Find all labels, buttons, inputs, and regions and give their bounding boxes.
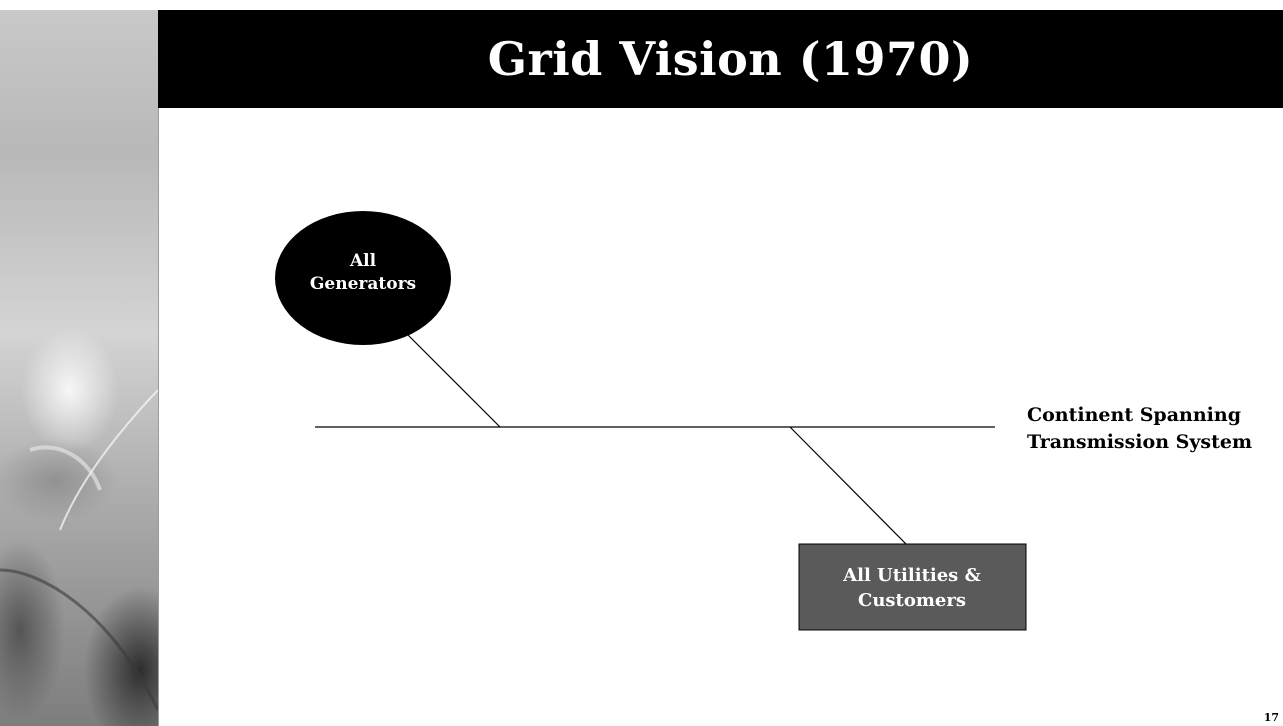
- generators-label-line1: All: [349, 251, 377, 271]
- generators-connector: [407, 334, 501, 428]
- transmission-label-line2: Transmission System: [1027, 431, 1253, 453]
- utilities-node: All Utilities & Customers: [798, 543, 1027, 631]
- generators-label-line2: Generators: [310, 274, 416, 294]
- utilities-connector: [789, 426, 907, 545]
- title-bar: Grid Vision (1970): [158, 10, 1283, 108]
- slide-title: Grid Vision (1970): [487, 32, 974, 86]
- transmission-label: Continent Spanning Transmission System: [1027, 402, 1277, 456]
- generators-ellipse: [275, 211, 451, 345]
- utilities-box: [798, 543, 1027, 631]
- generators-node: All Generators: [275, 211, 451, 345]
- decorative-curve-graphic: [0, 389, 158, 711]
- utilities-label-line1: All Utilities &: [842, 565, 981, 586]
- utilities-label-line2: Customers: [858, 590, 966, 611]
- page-number: 17: [1263, 711, 1279, 724]
- transmission-label-line1: Continent Spanning: [1027, 404, 1241, 426]
